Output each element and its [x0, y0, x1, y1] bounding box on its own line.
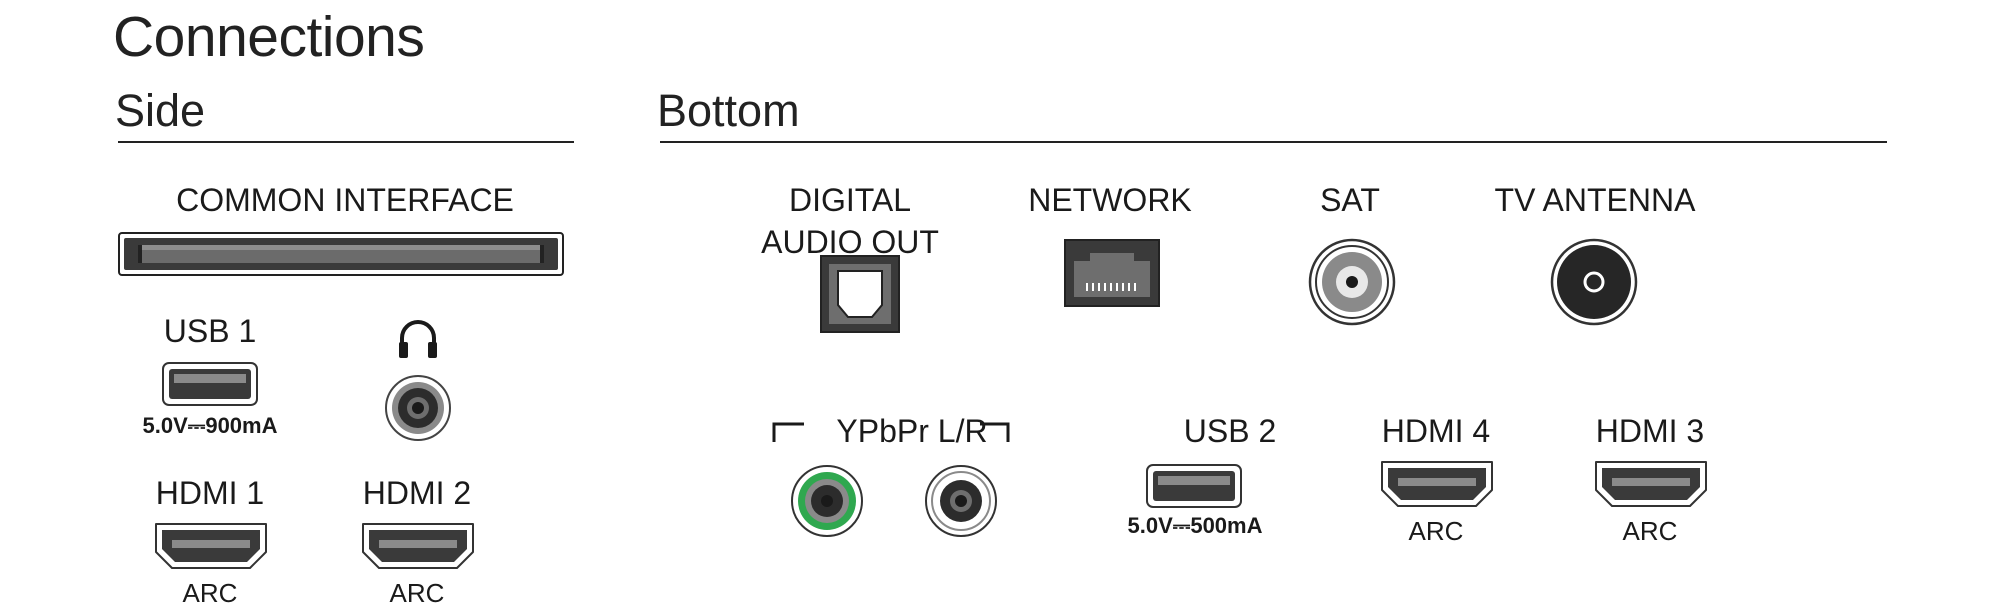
- audio-lr-jack[interactable]: [924, 464, 998, 538]
- hdmi4-arc: ARC: [1408, 516, 1464, 546]
- usb1-port[interactable]: [162, 362, 258, 406]
- digital-audio-label-line2: AUDIO OUT: [761, 224, 939, 260]
- hdmi-port-icon: [155, 523, 267, 569]
- tv-antenna-label: TV ANTENNA: [1494, 182, 1696, 218]
- headphones-icon: [397, 318, 439, 360]
- bottom-divider: [660, 141, 1887, 143]
- hdmi3-label: HDMI 3: [1595, 413, 1705, 449]
- hdmi-port-icon: [362, 523, 474, 569]
- ethernet-port-icon: [1064, 239, 1160, 307]
- digital-audio-out-port[interactable]: [820, 255, 900, 333]
- common-interface-slot[interactable]: [118, 232, 564, 276]
- hdmi4-port[interactable]: [1380, 460, 1494, 508]
- tv-antenna-connector[interactable]: [1550, 238, 1638, 326]
- ypbpr-label: YPbPr L/R: [836, 413, 988, 449]
- rca-jack-green-icon: [791, 465, 863, 537]
- hdmi-port-icon: [1381, 461, 1493, 507]
- hdmi1-arc: ARC: [182, 578, 238, 608]
- coax-f-connector-icon: [1308, 238, 1396, 326]
- usb2-label: USB 2: [1183, 413, 1277, 449]
- usb2-spec: 5.0V⎓500mA: [1127, 513, 1263, 538]
- headphone-jack[interactable]: [384, 374, 452, 442]
- ypbpr-jack[interactable]: [790, 464, 864, 538]
- usb2-port[interactable]: [1146, 464, 1242, 508]
- coax-antenna-icon: [1550, 238, 1638, 326]
- section-side-heading: Side: [115, 85, 206, 136]
- usb1-spec: 5.0V⎓900mA: [142, 413, 278, 438]
- hdmi4-label: HDMI 4: [1381, 413, 1491, 449]
- hdmi2-arc: ARC: [389, 578, 445, 608]
- hdmi3-port[interactable]: [1594, 460, 1708, 508]
- usb1-label: USB 1: [163, 313, 257, 349]
- usb-port-icon: [1146, 464, 1242, 508]
- ypbpr-bracket-left: [772, 420, 806, 446]
- side-divider: [118, 141, 574, 143]
- section-bottom-heading: Bottom: [657, 85, 800, 136]
- usb-port-icon: [162, 362, 258, 406]
- rca-jack-icon: [925, 465, 997, 537]
- optical-port-icon: [820, 255, 900, 333]
- network-port[interactable]: [1064, 239, 1160, 307]
- ypbpr-bracket-right: [978, 420, 1012, 446]
- hdmi3-arc: ARC: [1622, 516, 1678, 546]
- sat-connector[interactable]: [1308, 238, 1396, 326]
- ci-slot-icon: [118, 232, 564, 276]
- digital-audio-label-line1: DIGITAL: [788, 182, 912, 218]
- audio-jack-icon: [385, 375, 451, 441]
- network-label: NETWORK: [1028, 182, 1192, 218]
- hdmi-port-icon: [1595, 461, 1707, 507]
- sat-label: SAT: [1320, 182, 1380, 218]
- hdmi2-port[interactable]: [361, 522, 475, 570]
- common-interface-label: COMMON INTERFACE: [176, 182, 514, 218]
- hdmi1-label: HDMI 1: [155, 475, 265, 511]
- hdmi2-label: HDMI 2: [362, 475, 472, 511]
- page-title: Connections: [113, 5, 425, 69]
- hdmi1-port[interactable]: [154, 522, 268, 570]
